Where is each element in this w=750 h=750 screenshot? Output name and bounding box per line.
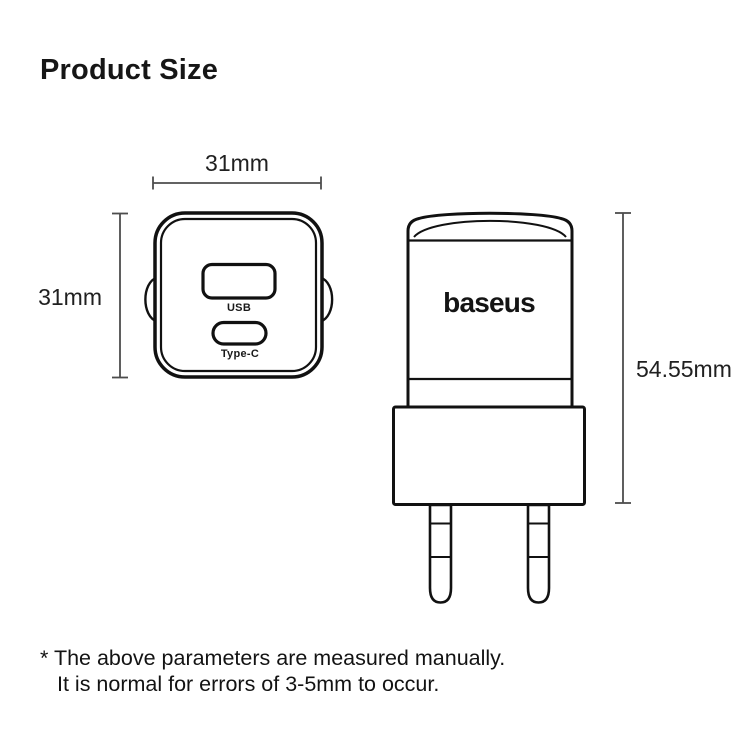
front-height-dimension-label: 31mm (38, 284, 102, 310)
right-wing (319, 276, 334, 323)
usb-port-label: USB (226, 302, 252, 314)
page-title: Product Size (40, 54, 219, 86)
left-wing (144, 276, 158, 323)
baseus-logo: baseus (443, 287, 536, 318)
width-dimension-line (152, 176, 322, 190)
height-dimension-line-front (112, 212, 128, 379)
usb-port (201, 262, 277, 300)
height-dimension-line-side (615, 212, 631, 504)
side-body (406, 211, 574, 409)
footnote: * The above parameters are measured manu… (40, 645, 505, 697)
footnote-line-2: It is normal for errors of 3-5mm to occu… (57, 672, 440, 696)
side-height-dimension-label: 54.55mm (636, 356, 732, 382)
plug-pins (428, 503, 551, 604)
side-view-outline (392, 211, 586, 604)
typec-port-label: Type-C (220, 348, 260, 360)
front-view-outline (144, 211, 334, 379)
base-plate (392, 405, 586, 506)
footnote-line-1: * The above parameters are measured manu… (40, 646, 506, 670)
typec-port (211, 320, 268, 346)
width-dimension-label: 31mm (205, 150, 269, 176)
